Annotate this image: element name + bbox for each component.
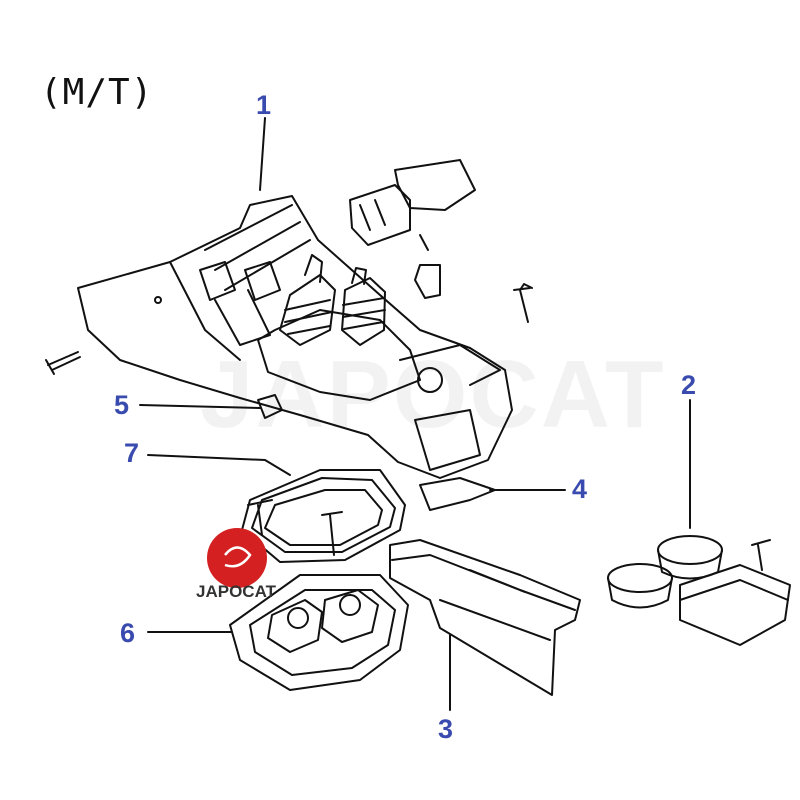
diagram-title: (M/T) [40,72,154,113]
shift-boots [279,254,386,346]
console-switch [349,159,476,299]
center-console [77,195,513,511]
callout-6: 6 [120,618,136,648]
callout-5: 5 [114,390,130,420]
japocat-logo [207,528,267,588]
gasket-part-7 [241,469,406,563]
leader-lines [139,117,691,711]
callout-3: 3 [438,714,454,744]
callout-4: 4 [572,474,588,504]
tray-part-3 [389,539,581,696]
callout-1: 1 [256,90,272,120]
cup-holder-part-2 [607,535,791,646]
callout-7: 7 [124,438,140,468]
logo-text: JAPOCAT [196,582,276,601]
screws [45,283,771,571]
callout-2: 2 [681,370,697,400]
clip-part-5 [257,394,283,419]
boot-plate-part-6 [229,574,409,691]
watermark-text: JAPOCAT [200,341,666,448]
